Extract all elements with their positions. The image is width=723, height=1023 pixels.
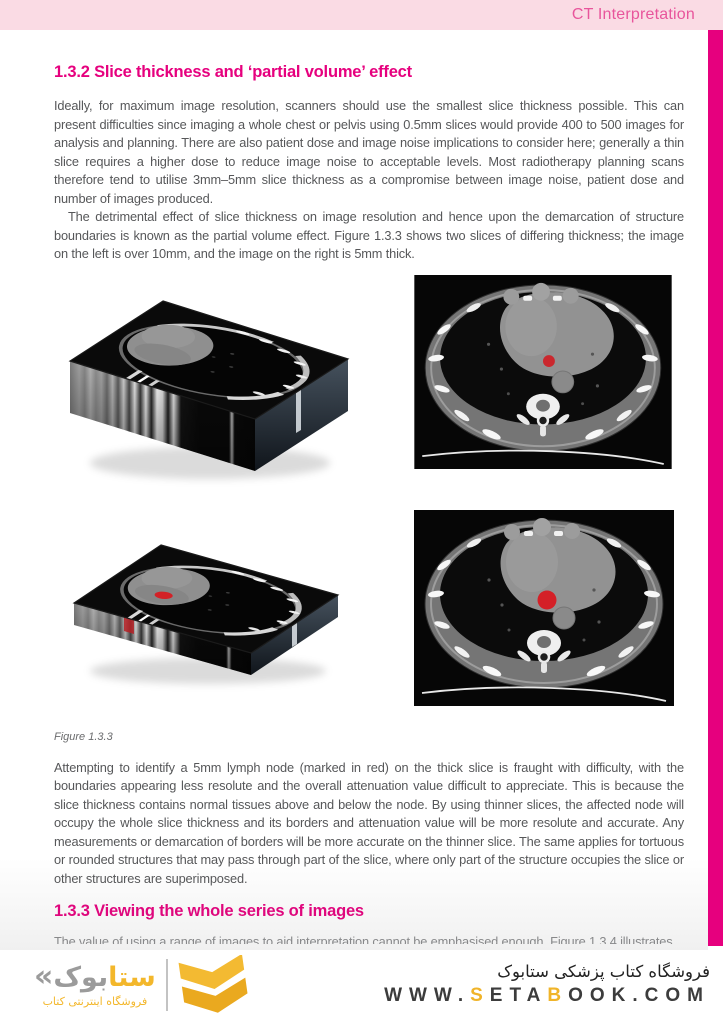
running-header-title: CT Interpretation: [571, 6, 695, 23]
setabook-wordmark: ستابوک«: [34, 958, 156, 994]
website-url: WWW.SETABOOK.COM: [384, 985, 710, 1007]
store-text-block: فروشگاه کتاب پزشکی ستابوک WWW.SETABOOK.C…: [384, 962, 710, 1007]
url-part: WWW.: [384, 985, 471, 1006]
clipped-paragraph-line: The value of using a range of images to …: [54, 934, 673, 944]
ct-thick-slab-3d-image: [60, 295, 362, 495]
paragraph-slice-thickness-1: Ideally, for maximum image resolution, s…: [54, 98, 684, 206]
ct-axial-thick-slice-image: [414, 274, 672, 469]
store-footer: ستابوک« فروشگاه اینترنتی کتاب فروشگاه کت…: [0, 950, 723, 1023]
lymph-node-marker-large: [537, 590, 557, 609]
paragraph-slice-thickness-2: The detrimental effect of slice thicknes…: [54, 209, 684, 261]
figure-1-3-3: [54, 274, 684, 725]
paragraph-lymph-node: Attempting to identify a 5mm lymph node …: [54, 759, 684, 886]
setabook-wordmark-block: ستابوک« فروشگاه اینترنتی کتاب: [34, 958, 156, 1008]
ct-axial-thin-slice-image: [414, 508, 674, 707]
page-header-band: CT Interpretation: [0, 0, 723, 30]
figure-caption: Figure 1.3.3: [54, 730, 113, 743]
chevron-book-icon: [178, 954, 248, 1013]
wordmark-part-gray: بوک: [53, 961, 109, 993]
logo-divider: [165, 958, 168, 1011]
chapter-edge-stripe: [708, 30, 723, 946]
store-name-farsi: فروشگاه کتاب پزشکی ستابوک: [497, 962, 710, 981]
section-heading-132: 1.3.2 Slice thickness and ‘partial volum…: [54, 63, 412, 81]
logo-tagline: فروشگاه اینترنتی کتاب: [42, 994, 148, 1008]
lymph-node-marker-small: [543, 354, 555, 367]
wordmark-part-yellow: ستا: [108, 961, 156, 993]
ct-thin-slab-3d-image: [66, 533, 356, 693]
url-part: OOK.COM: [568, 985, 710, 1006]
url-part: ETA: [489, 985, 548, 1006]
url-letter-b: B: [547, 985, 569, 1006]
section-heading-133: 1.3.3 Viewing the whole series of images: [54, 902, 364, 920]
page-content: 1.3.2 Slice thickness and ‘partial volum…: [54, 30, 684, 944]
setabook-logo: ستابوک« فروشگاه اینترنتی کتاب: [34, 954, 250, 1015]
url-letter-s: S: [470, 985, 490, 1006]
guillemet-mark: «: [34, 958, 54, 994]
